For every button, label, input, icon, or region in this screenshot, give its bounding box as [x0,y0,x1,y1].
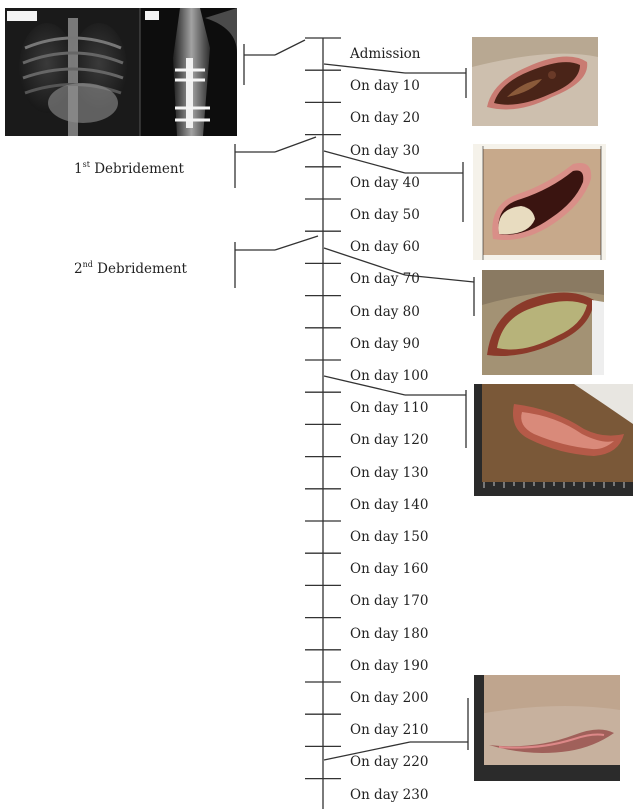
timeline-label: On day 80 [350,304,420,320]
wound-photo-day-60 [482,270,604,375]
timeline-label: On day 30 [350,143,420,159]
timeline-label: On day 40 [350,175,420,191]
debridement-1-ordinal: st [83,160,90,169]
timeline-label: On day 130 [350,465,428,481]
timeline-label: On day 210 [350,722,428,738]
timeline-label: On day 170 [350,593,428,609]
debridement-2-text: Debridement [97,261,187,277]
xray-connector [275,40,305,55]
timeline-label: On day 70 [350,271,420,287]
debridement-2-label: 2nd Debridement [74,257,187,277]
timeline-label: On day 50 [350,207,420,223]
wound-photo-day-30 [473,144,606,260]
xray-chest-and-femur-image [5,8,237,136]
timeline-label: On day 140 [350,497,428,513]
debridement-1-connector [275,137,316,152]
debridement-1-number: 1 [74,161,83,177]
timeline-label: On day 90 [350,336,420,352]
debridement-1-text: Debridement [94,161,184,177]
wound-photo-admission [472,37,598,126]
timeline-label: On day 150 [350,529,428,545]
timeline-label: On day 120 [350,432,428,448]
timeline-label: On day 160 [350,561,428,577]
timeline-label: On day 60 [350,239,420,255]
debridement-1-label: 1st Debridement [74,157,184,177]
timeline-label: On day 100 [350,368,428,384]
timeline-label: On day 180 [350,626,428,642]
timeline-label: On day 200 [350,690,428,706]
timeline-label: On day 190 [350,658,428,674]
timeline-label: Admission [350,46,421,62]
timeline-label: On day 20 [350,110,420,126]
timeline-label: On day 220 [350,754,428,770]
timeline-label: On day 110 [350,400,428,416]
photo-1-connector [324,64,405,73]
debridement-2-ordinal: nd [83,260,93,269]
wound-photo-day-100 [474,384,633,496]
timeline-label: On day 230 [350,787,428,803]
timeline-label: On day 10 [350,78,420,94]
debridement-2-number: 2 [74,261,83,277]
debridement-2-connector [275,236,318,250]
wound-photo-day-220 [474,675,620,781]
